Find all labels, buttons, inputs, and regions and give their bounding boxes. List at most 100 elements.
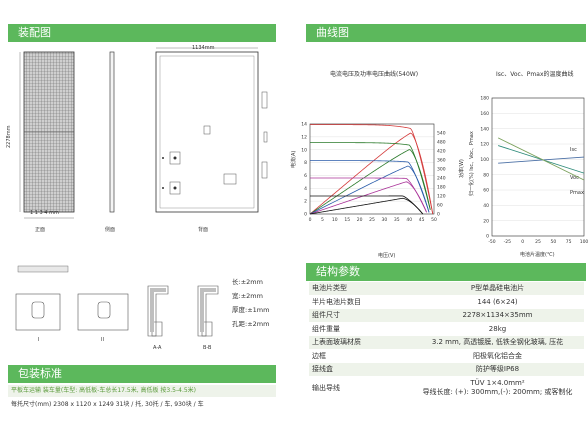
spec-key: 电池片类型 [309, 282, 411, 296]
iv-yr-tick-label: 60 [437, 203, 443, 209]
temp-y-tick-label: 40 [483, 203, 489, 209]
spec-key: 半片电池片数目 [309, 295, 411, 309]
tolerance-hole: 孔距:±2mm [232, 320, 270, 328]
section-label-aa: A-A [153, 345, 162, 351]
view-label-back: 背面 [198, 227, 209, 233]
temp-plot-frame [491, 97, 585, 237]
iv-yl-tick-label: 14 [301, 122, 307, 128]
temp-x-tick-label: -25 [504, 239, 511, 245]
iv-x-label: 电压(V) [378, 253, 396, 259]
iv-x-tick-label: 25 [369, 217, 375, 223]
iv-plot-frame [309, 123, 435, 215]
iv-yr-tick-label: 240 [437, 176, 446, 182]
packaging-line-1: 平板车运输 装车量(车型: 高低板-车总长17.5米, 高低板 按3.5-4.5… [8, 385, 276, 397]
iv-x-tick-label: 5 [321, 217, 324, 223]
spec-value: P型单晶硅电池片 [411, 282, 584, 296]
iv-yl-tick-label: 10 [301, 147, 307, 153]
iv-x-tick-label: 0 [309, 217, 312, 223]
temp-y-tick-label: 180 [480, 96, 489, 102]
spec-key: 组件重量 [309, 322, 411, 336]
temp-x-tick-label: 50 [550, 239, 556, 245]
temp-legend-label: Isc [570, 147, 577, 153]
spec-row: 接线盒防护等级IP68 [309, 362, 584, 377]
iv-x-tick-label: 10 [332, 217, 338, 223]
temp-y-tick-label: 80 [483, 172, 489, 178]
section-label-i: I [38, 337, 40, 343]
iv-x-tick-label: 15 [344, 217, 350, 223]
spec-value: 144 (6×24) [411, 295, 584, 309]
temp-y-tick-label: 0 [486, 234, 489, 240]
iv-y-label-right: 功率(W) [459, 159, 465, 178]
iv-y-label-left: 电流(A) [291, 150, 297, 168]
iv-x-tick-label: 50 [431, 217, 437, 223]
iv-current-curve [310, 160, 430, 213]
temp-series-line [497, 137, 585, 181]
iv-yr-tick-label: 300 [437, 167, 446, 173]
iv-x-tick-label: 20 [357, 217, 363, 223]
spec-value: 28kg [411, 322, 584, 336]
temp-x-label: 电池片温度(℃) [520, 252, 555, 258]
iv-yr-tick-label: 360 [437, 158, 446, 164]
temp-y-tick-label: 100 [480, 157, 489, 163]
spec-row: 边框阳极氧化铝合金 [309, 349, 584, 363]
tolerance-length: 长:±2mm [232, 278, 263, 286]
temp-y-tick-label: 140 [480, 126, 489, 132]
temp-y-tick-label: 120 [480, 142, 489, 148]
temp-x-tick-label: 75 [566, 239, 572, 245]
temp-y-tick-label: 60 [483, 188, 489, 194]
iv-yl-tick-label: 0 [304, 212, 307, 218]
tolerance-width: 宽:±2mm [232, 292, 263, 300]
iv-x-tick-label: 35 [394, 217, 400, 223]
temp-y-tick-label: 20 [483, 218, 489, 224]
iv-yr-tick-label: 480 [437, 140, 446, 146]
temp-y-tick-label: 160 [480, 111, 489, 117]
section-label-ii: II [101, 337, 104, 343]
tolerance-list: 长:±2mm 宽:±2mm 厚度:±1mm 孔距:±2mm [232, 275, 269, 331]
spec-value: 阳极氧化铝合金 [411, 349, 584, 363]
spec-key: 组件尺寸 [309, 308, 411, 323]
iv-current-curve [310, 124, 434, 215]
header-curves: 曲线图 [306, 24, 586, 42]
iv-current-curve [310, 195, 424, 215]
tolerance-thickness: 厚度:±1mm [232, 306, 270, 314]
temp-legend-label: Voc [570, 175, 579, 181]
dim-height-label: 2278mm [6, 125, 12, 148]
back-view [155, 51, 259, 213]
spec-key: 接线盒 [309, 362, 411, 377]
iv-yl-tick-label: 4 [304, 186, 307, 192]
iv-x-tick-label: 45 [419, 217, 425, 223]
temp-x-tick-label: 25 [535, 239, 541, 245]
iv-yl-tick-label: 12 [301, 134, 307, 140]
iv-yr-tick-label: 120 [437, 194, 446, 200]
iv-power-curve [309, 149, 431, 215]
spec-value: 防护等级IP68 [411, 362, 584, 377]
panel-drawings [19, 47, 268, 219]
temp-y-label: 归一化(%) Isc、Voc、Pmax [469, 131, 475, 196]
iv-yl-tick-label: 2 [304, 199, 307, 205]
dim-width-label: 1134mm [192, 45, 215, 51]
iv-current-curve [310, 142, 431, 211]
view-label-front: 正面 [35, 227, 46, 233]
section-label-bb: B-B [203, 345, 212, 351]
iv-yr-tick-label: 540 [437, 131, 446, 137]
spec-value-line1: TÜV 1×4.0mm² [470, 378, 525, 387]
iv-yr-tick-label: 0 [437, 212, 440, 218]
header-params: 结构参数 [306, 263, 586, 281]
iv-power-curve [309, 181, 427, 215]
dim-bottom-label: 1 1 3 4 mm [30, 210, 59, 216]
temp-x-tick-label: 0 [521, 239, 524, 245]
spec-value: 3.2 mm, 高透镀膜, 低铁全钢化玻璃, 压花 [411, 335, 584, 350]
temp-chart-title: Isc、Voc、Pmax的温度曲线 [496, 71, 574, 78]
header-assembly: 装配图 [8, 24, 276, 42]
iv-yl-tick-label: 8 [304, 160, 307, 166]
header-packaging: 包装标准 [8, 365, 276, 383]
iv-x-tick-label: 40 [406, 217, 412, 223]
